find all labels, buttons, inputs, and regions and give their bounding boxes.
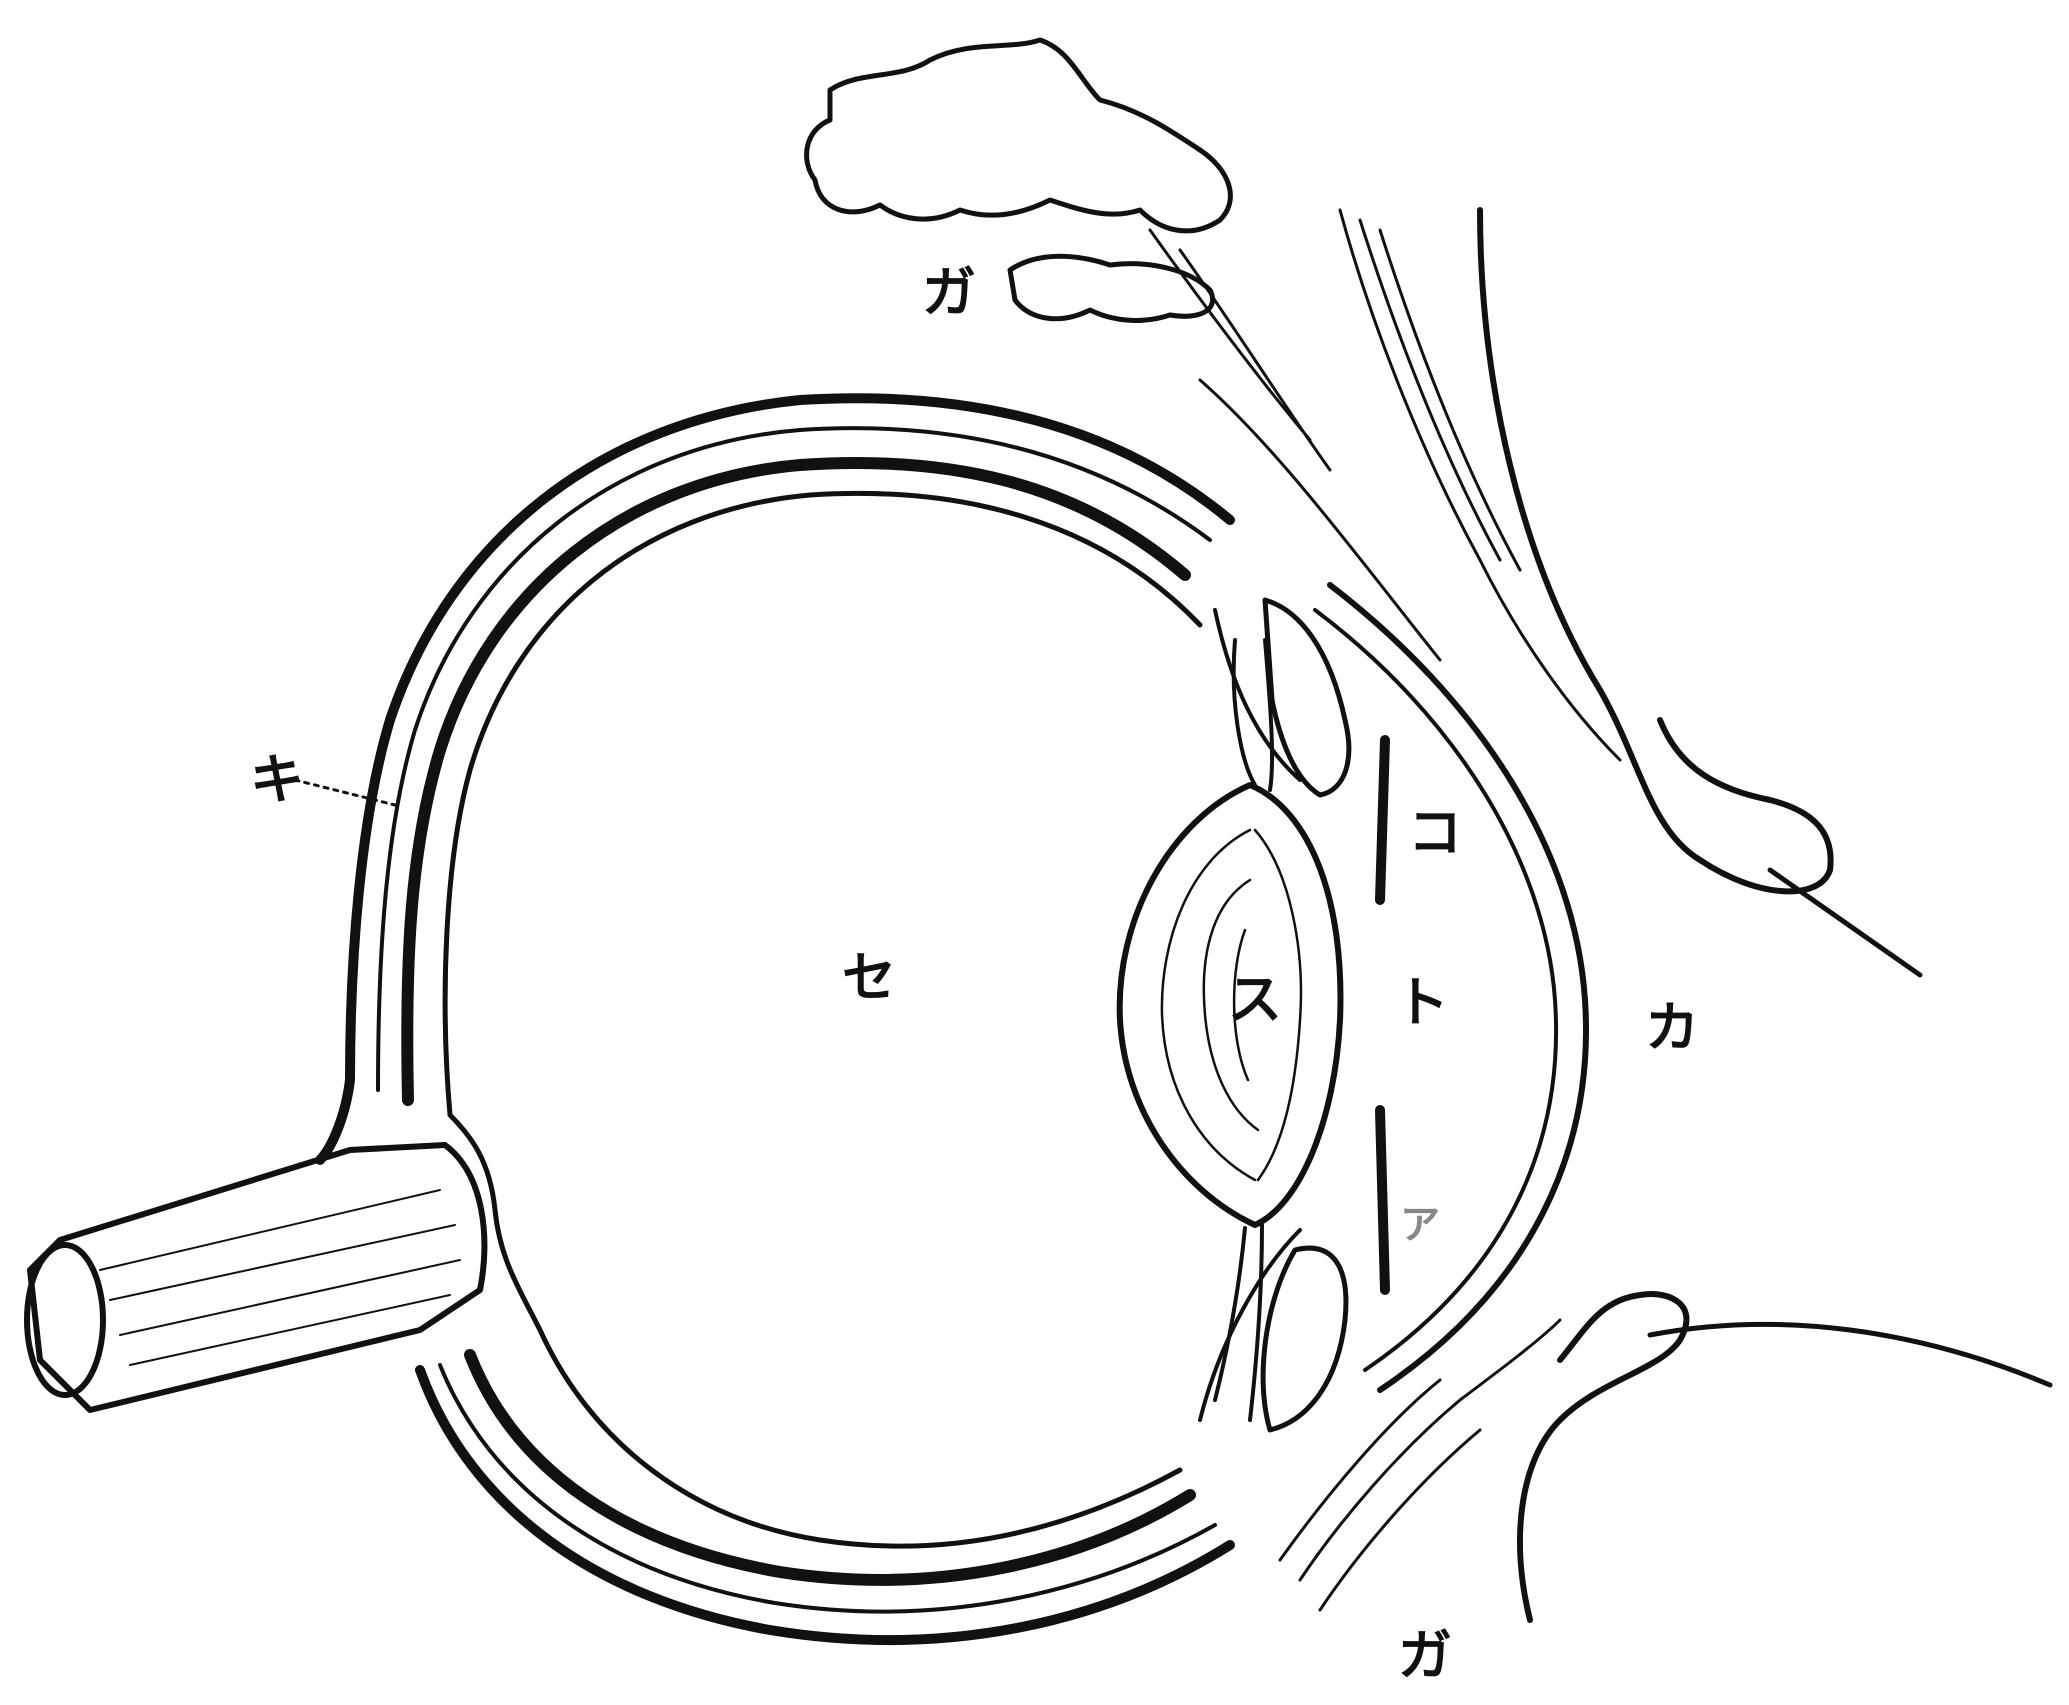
label-lower-lid: ガ [1398, 1628, 1452, 1682]
retina-inner-wall [445, 493, 1200, 1546]
ciliary-body-lower [1263, 1248, 1346, 1430]
label-pupil: ト [1395, 975, 1449, 1029]
lacrimal-gland [807, 40, 1330, 470]
eyelash-upper [1770, 870, 1920, 975]
label-cornea-front: カ [1645, 1000, 1699, 1054]
sclera-outer-shadow [378, 428, 1215, 1611]
iris-lower [1380, 1110, 1385, 1290]
label-leader-line [295, 780, 395, 805]
label-lens: ス [1228, 972, 1282, 1026]
label-sclera-layer: キ [250, 752, 304, 806]
optic-nerve-fibers [100, 1190, 460, 1365]
eyelash-lower [1650, 1324, 2050, 1385]
cornea [1330, 585, 1586, 1390]
suspensory-ligament-lower [1215, 1225, 1262, 1420]
upper-eyelid [1480, 210, 1831, 891]
ciliary-body-upper [1265, 600, 1349, 795]
lower-eyelid [1520, 1294, 1686, 1620]
label-vitreous-body: セ [842, 950, 896, 1004]
label-iris-upper: コ [1408, 805, 1462, 859]
sclera-outer [320, 398, 1230, 1640]
iris-upper [1380, 740, 1385, 900]
upper-eyelid-muscle [1200, 210, 1620, 760]
label-iris-lower: ア [1400, 1205, 1440, 1245]
label-upper-gland: ガ [922, 265, 976, 319]
choroid-layer [407, 463, 1190, 1580]
